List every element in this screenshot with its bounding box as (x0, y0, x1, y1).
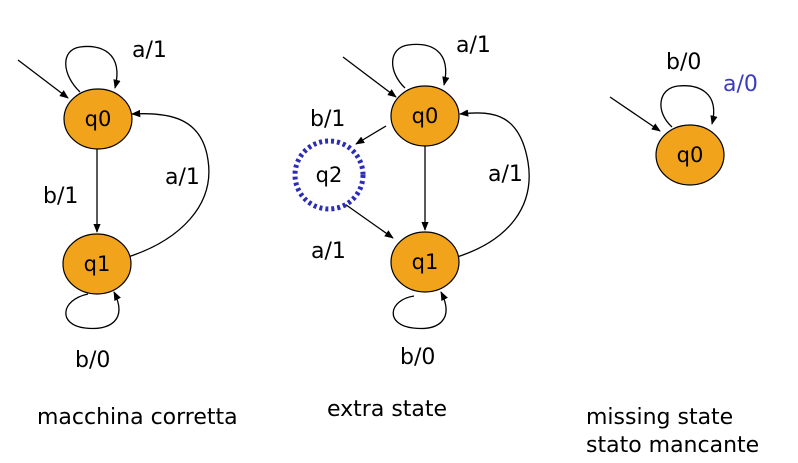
m1-label-q0-q1: b/1 (43, 184, 78, 209)
machine-missing-state: q0 b/0 a/0 missing state stato mancante (586, 50, 759, 458)
m3-label-q0-self-b: b/0 (666, 50, 701, 75)
m2-q1-self-loop (392, 291, 448, 330)
m2-state-q0 (390, 85, 460, 147)
m3-caption-line1: missing state (586, 405, 733, 430)
m3-state-q0-label: q0 (677, 143, 704, 167)
m1-state-q1-label: q1 (84, 252, 111, 276)
machine-extra-state: q0 q1 q2 a/1 b/1 a/1 a/1 b/0 extra state (292, 33, 530, 422)
m2-edge-q0-q2 (355, 125, 387, 145)
m1-state-q0-label: q0 (85, 107, 112, 131)
m1-label-q1-q0: a/1 (165, 165, 200, 190)
m3-caption-line2: stato mancante (586, 433, 759, 458)
m1-state-q1 (62, 233, 132, 295)
m2-q0-self-loop (392, 43, 450, 89)
m2-state-q1 (390, 231, 460, 293)
m1-edge-q1-q0 (127, 109, 210, 258)
m3-q0-self-loop (660, 85, 718, 128)
m2-label-q1-q0: a/1 (488, 162, 523, 187)
m2-initial-arrow (342, 56, 397, 98)
m2-label-q0-self: a/1 (456, 33, 491, 58)
m2-edge-q2-q1 (341, 201, 394, 239)
m2-label-q2-q1: a/1 (311, 239, 346, 264)
m1-q1-self-loop (65, 291, 121, 330)
m1-caption: macchina corretta (37, 405, 238, 430)
m2-state-q2-extra (292, 138, 366, 212)
m2-label-q0-q2: b/1 (310, 107, 345, 132)
m2-edge-q1-q0 (456, 109, 530, 258)
machine-correct: q0 q1 a/1 b/1 a/1 b/0 macchina corretta (17, 38, 238, 430)
m3-label-q0-self-a: a/0 (723, 72, 758, 97)
m1-q0-self-loop (65, 45, 121, 93)
m3-initial-arrow (609, 96, 661, 132)
m2-state-q1-label: q1 (412, 250, 439, 274)
m3-state-q0 (655, 124, 725, 186)
m2-state-q2-label: q2 (316, 163, 343, 187)
m1-initial-arrow (17, 59, 69, 99)
m2-label-q1-self: b/0 (400, 345, 435, 370)
m2-state-q0-label: q0 (412, 104, 439, 128)
m1-label-q0-self: a/1 (132, 38, 167, 63)
m1-state-q0 (63, 88, 133, 150)
m1-label-q1-self: b/0 (75, 348, 110, 373)
m2-caption: extra state (327, 397, 447, 422)
